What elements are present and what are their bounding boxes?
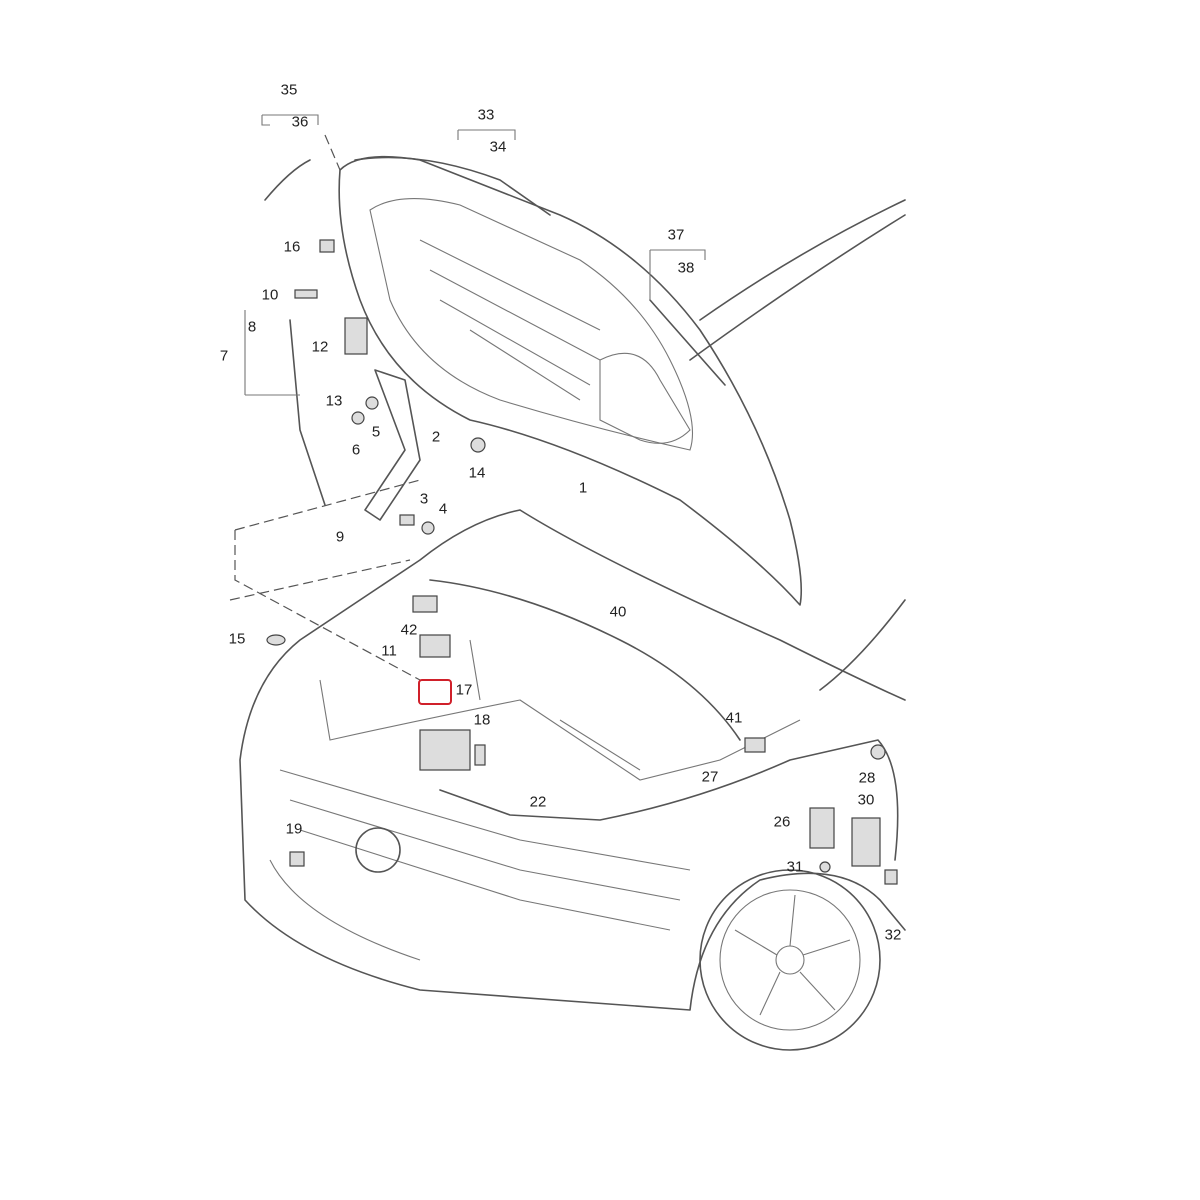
- release-cable-27: [439, 739, 899, 861]
- callout-4: 4: [438, 500, 448, 518]
- callout-12: 12: [311, 338, 329, 356]
- car-body-outline: [239, 509, 906, 1011]
- hood-outline: [338, 155, 802, 606]
- callout-40: 40: [609, 603, 627, 621]
- callout-36: 36: [291, 113, 309, 131]
- callout-8: 8: [247, 318, 257, 336]
- part-14: [470, 437, 486, 453]
- part-42: [412, 595, 438, 613]
- callout-37: 37: [667, 226, 685, 244]
- badge-emblem: [355, 827, 401, 873]
- callout-22: 22: [529, 793, 547, 811]
- callout-brackets: [244, 114, 706, 395]
- hood-inner-frame: [369, 198, 693, 451]
- callout-3: 3: [419, 490, 429, 508]
- seal-strip-40: [429, 579, 741, 741]
- callout-32: 32: [884, 926, 902, 944]
- gas-strut-7: [289, 319, 326, 506]
- callout-1: 1: [578, 479, 588, 497]
- engine-bay: [319, 639, 801, 781]
- callout-26: 26: [773, 813, 791, 831]
- part-4: [421, 521, 435, 535]
- callout-30: 30: [857, 791, 875, 809]
- callout-42: 42: [400, 621, 418, 639]
- part-18: [474, 744, 486, 766]
- callout-13: 13: [325, 392, 343, 410]
- part-30: [851, 817, 881, 867]
- callout-10: 10: [261, 286, 279, 304]
- callout-33: 33: [477, 106, 495, 124]
- callout-18: 18: [473, 711, 491, 729]
- callout-34: 34: [489, 138, 507, 156]
- callout-14: 14: [468, 464, 486, 482]
- callout-41: 41: [725, 709, 743, 727]
- callout-35: 35: [280, 81, 298, 99]
- callout-31: 31: [786, 858, 804, 876]
- part-37-strip: [649, 299, 726, 386]
- part-3: [399, 514, 415, 526]
- callout-19: 19: [285, 820, 303, 838]
- hood-opening: [599, 352, 691, 444]
- part-41: [744, 737, 766, 753]
- part-31: [819, 861, 831, 873]
- part-6: [351, 411, 365, 425]
- part-11: [419, 634, 451, 658]
- part-12-hinge-bracket: [344, 317, 368, 355]
- callout-17: 17: [455, 681, 473, 699]
- highlight-box-part-17: [418, 679, 452, 705]
- callout-38: 38: [677, 259, 695, 277]
- part-28: [870, 744, 886, 760]
- part-26: [809, 807, 835, 849]
- part-19: [289, 851, 305, 867]
- callout-15: 15: [228, 630, 246, 648]
- part-17-lock: [419, 729, 471, 771]
- callout-9: 9: [335, 528, 345, 546]
- part-16: [319, 239, 335, 253]
- callout-2: 2: [431, 428, 441, 446]
- callout-16: 16: [283, 238, 301, 256]
- part-36-strip: [264, 159, 311, 201]
- windshield-line: [689, 199, 906, 361]
- callout-7: 7: [219, 347, 229, 365]
- hood-seal-strip: [354, 156, 551, 216]
- callout-27: 27: [701, 768, 719, 786]
- part-5: [365, 396, 379, 410]
- part-2-hinge: [364, 369, 421, 521]
- callout-5: 5: [371, 423, 381, 441]
- part-15: [266, 634, 286, 646]
- callout-6: 6: [351, 441, 361, 459]
- callout-11: 11: [381, 642, 397, 660]
- grille: [269, 769, 691, 961]
- callout-28: 28: [858, 769, 876, 787]
- wheel: [699, 869, 881, 1051]
- part-10: [294, 289, 318, 299]
- part-32: [884, 869, 898, 885]
